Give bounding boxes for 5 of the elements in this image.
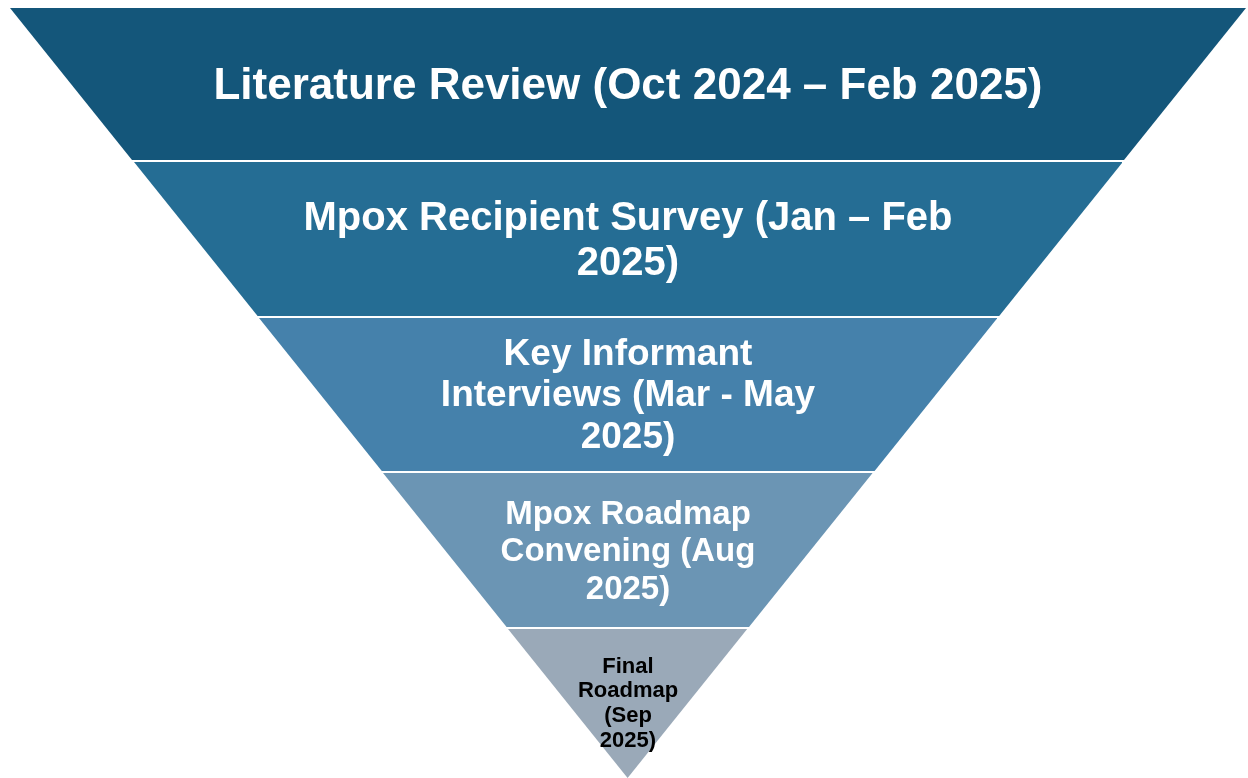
stage-label: Key Informant Interviews (Mar - May 2025) [439, 331, 817, 458]
stage-label: Final Roadmap (Sep 2025) [578, 653, 678, 754]
stage-label: Mpox Roadmap Convening (Aug 2025) [499, 494, 757, 606]
stage-label: Mpox Recipient Survey (Jan – Feb 2025) [302, 193, 954, 285]
stage-label: Literature Review (Oct 2024 – Feb 2025) [212, 59, 1044, 109]
